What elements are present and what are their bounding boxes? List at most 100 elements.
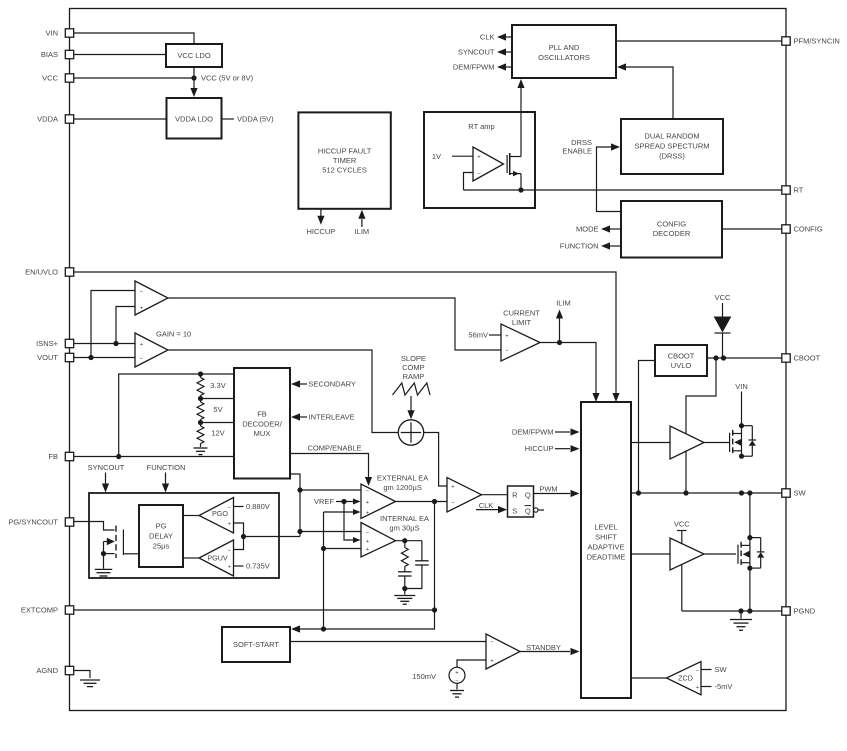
svg-text:FB: FB bbox=[48, 452, 58, 461]
svg-text:VREF: VREF bbox=[314, 497, 334, 506]
svg-text:OSCILLATORS: OSCILLATORS bbox=[538, 53, 590, 62]
svg-text:-5mV: -5mV bbox=[715, 682, 733, 691]
svg-text:HICCUP: HICCUP bbox=[307, 227, 336, 236]
svg-text:HICCUP FAULT: HICCUP FAULT bbox=[318, 147, 372, 156]
svg-text:56mV: 56mV bbox=[468, 331, 488, 340]
svg-text:ILIM: ILIM bbox=[355, 227, 370, 236]
svg-text:+: + bbox=[366, 511, 370, 517]
svg-text:LEVEL: LEVEL bbox=[594, 523, 617, 532]
svg-text:+: + bbox=[366, 547, 370, 553]
svg-text:FB: FB bbox=[257, 410, 267, 419]
svg-text:SECONDARY: SECONDARY bbox=[309, 380, 356, 389]
svg-text:CURRENT: CURRENT bbox=[503, 308, 540, 317]
svg-text:FUNCTION: FUNCTION bbox=[560, 242, 599, 251]
svg-text:−: − bbox=[490, 640, 494, 646]
svg-text:R: R bbox=[512, 490, 518, 499]
svg-text:VDDA: VDDA bbox=[37, 115, 58, 124]
svg-text:5V: 5V bbox=[213, 405, 222, 414]
svg-text:12V: 12V bbox=[211, 428, 224, 437]
svg-text:−: − bbox=[228, 505, 232, 511]
svg-text:HICCUP: HICCUP bbox=[525, 444, 554, 453]
svg-text:+: + bbox=[366, 500, 370, 506]
svg-text:−: − bbox=[477, 171, 481, 177]
svg-text:SW: SW bbox=[715, 665, 728, 674]
svg-text:PG/SYNCOUT: PG/SYNCOUT bbox=[8, 518, 58, 527]
svg-text:+: + bbox=[140, 305, 144, 311]
svg-text:3.3V: 3.3V bbox=[210, 381, 225, 390]
svg-text:DEADTIME: DEADTIME bbox=[587, 553, 626, 562]
svg-text:−: − bbox=[366, 489, 370, 495]
svg-text:PGUV: PGUV bbox=[207, 553, 228, 562]
svg-text:VCC (5V or 8V): VCC (5V or 8V) bbox=[201, 74, 254, 83]
svg-text:gm 1200µS: gm 1200µS bbox=[383, 483, 422, 492]
svg-text:S: S bbox=[512, 506, 517, 515]
svg-text:+: + bbox=[505, 334, 509, 340]
svg-text:RT amp: RT amp bbox=[468, 122, 494, 131]
svg-text:RT: RT bbox=[794, 186, 804, 195]
svg-text:25µs: 25µs bbox=[153, 542, 170, 551]
svg-text:VCC: VCC bbox=[715, 293, 731, 302]
svg-text:+: + bbox=[451, 485, 455, 491]
svg-text:+: + bbox=[490, 659, 494, 665]
svg-text:ZCD: ZCD bbox=[678, 674, 693, 683]
svg-text:VCC: VCC bbox=[42, 74, 58, 83]
svg-text:FUNCTION: FUNCTION bbox=[147, 463, 186, 472]
svg-text:0.735V: 0.735V bbox=[246, 562, 270, 571]
svg-text:VIN: VIN bbox=[45, 29, 58, 38]
svg-text:DUAL RANDOM: DUAL RANDOM bbox=[644, 132, 699, 141]
svg-text:0.880V: 0.880V bbox=[246, 502, 270, 511]
svg-text:EN/UVLO: EN/UVLO bbox=[25, 268, 58, 277]
svg-text:UVLO: UVLO bbox=[671, 361, 692, 370]
svg-text:STANDBY: STANDBY bbox=[526, 643, 561, 652]
svg-text:−: − bbox=[696, 668, 700, 674]
svg-text:−: − bbox=[366, 530, 370, 536]
svg-text:CBOOT: CBOOT bbox=[794, 354, 821, 363]
svg-text:INTERLEAVE: INTERLEAVE bbox=[309, 413, 355, 422]
svg-text:PG: PG bbox=[156, 522, 167, 531]
svg-text:PLL AND: PLL AND bbox=[549, 43, 580, 52]
svg-text:CBOOT: CBOOT bbox=[668, 352, 695, 361]
svg-text:+: + bbox=[455, 670, 459, 676]
svg-text:VCC: VCC bbox=[674, 519, 690, 528]
svg-text:TIMER: TIMER bbox=[333, 156, 357, 165]
svg-text:PGND: PGND bbox=[794, 607, 816, 616]
svg-text:+: + bbox=[140, 342, 144, 348]
svg-text:DRSS: DRSS bbox=[571, 138, 592, 147]
svg-text:CONFIG: CONFIG bbox=[657, 220, 686, 229]
svg-text:SHIFT: SHIFT bbox=[595, 533, 617, 542]
svg-text:MUX: MUX bbox=[254, 429, 271, 438]
svg-text:ENABLE: ENABLE bbox=[562, 147, 592, 156]
svg-text:LIMIT: LIMIT bbox=[512, 318, 532, 327]
svg-text:−: − bbox=[505, 349, 509, 355]
svg-text:(DRSS): (DRSS) bbox=[659, 152, 685, 161]
svg-text:EXTCOMP: EXTCOMP bbox=[21, 606, 58, 615]
svg-text:SPREAD SPECTURM: SPREAD SPECTURM bbox=[634, 142, 709, 151]
svg-text:VIN: VIN bbox=[735, 382, 748, 391]
svg-text:CLK: CLK bbox=[479, 501, 494, 510]
svg-text:−: − bbox=[451, 501, 455, 507]
svg-text:RAMP: RAMP bbox=[403, 372, 425, 381]
svg-text:COMP: COMP bbox=[402, 363, 425, 372]
svg-text:+: + bbox=[696, 685, 700, 691]
svg-text:VDDA (5V): VDDA (5V) bbox=[237, 115, 274, 124]
svg-text:−: − bbox=[455, 678, 459, 684]
svg-text:EXTERNAL EA: EXTERNAL EA bbox=[377, 473, 428, 482]
svg-text:BIAS: BIAS bbox=[41, 50, 58, 59]
svg-text:GAIN = 10: GAIN = 10 bbox=[156, 330, 191, 339]
svg-text:ADAPTIVE: ADAPTIVE bbox=[587, 543, 624, 552]
svg-text:SLOPE: SLOPE bbox=[401, 354, 426, 363]
svg-text:INTERNAL EA: INTERNAL EA bbox=[380, 514, 429, 523]
svg-text:−: − bbox=[140, 289, 144, 295]
svg-text:+: + bbox=[228, 564, 232, 570]
svg-text:MODE: MODE bbox=[576, 225, 599, 234]
svg-text:ISNS+: ISNS+ bbox=[36, 339, 59, 348]
svg-text:PFM/SYNCIN: PFM/SYNCIN bbox=[794, 37, 840, 46]
svg-text:AGND: AGND bbox=[36, 666, 58, 675]
svg-text:512 CYCLES: 512 CYCLES bbox=[322, 166, 367, 175]
svg-text:+: + bbox=[477, 155, 481, 161]
svg-text:gm 30µS: gm 30µS bbox=[389, 524, 419, 533]
svg-text:SYNCOUT: SYNCOUT bbox=[458, 48, 495, 57]
svg-text:SOFT-START: SOFT-START bbox=[233, 640, 279, 649]
svg-text:COMP/ENABLE: COMP/ENABLE bbox=[308, 443, 362, 452]
svg-text:+: + bbox=[366, 539, 370, 545]
